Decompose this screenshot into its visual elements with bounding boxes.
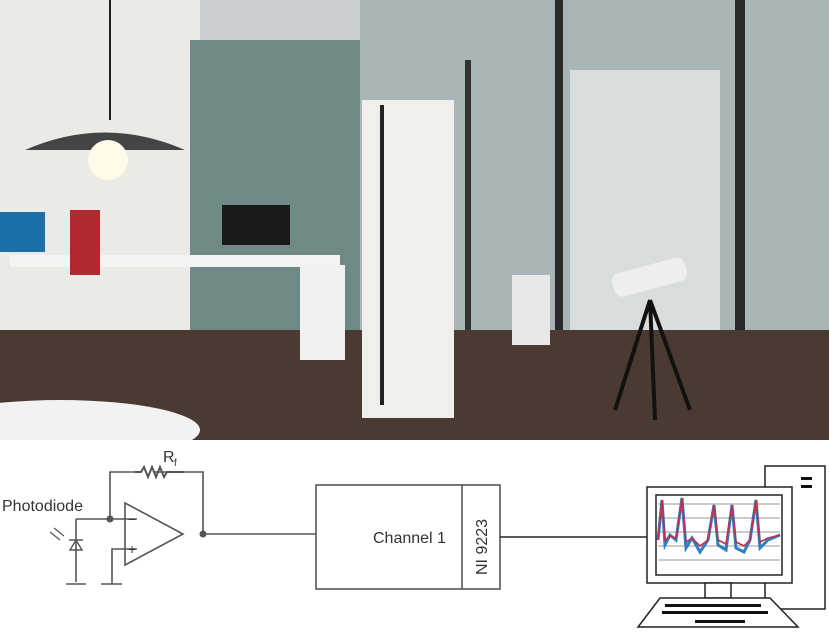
resistor-subscript: f <box>174 458 177 469</box>
opamp-minus: − <box>128 511 136 527</box>
white-wall <box>0 0 200 360</box>
channel-label: Channel 1 <box>373 530 446 547</box>
opamp <box>124 501 185 567</box>
lab-photo <box>0 0 829 440</box>
resistor-label: R <box>163 449 175 466</box>
keyboard-keys <box>662 604 768 623</box>
photodiode-ground <box>66 519 86 585</box>
resistor-rf <box>135 464 184 480</box>
photodiode-label: Photodiode <box>2 498 83 515</box>
white-cabinet <box>362 100 454 418</box>
light-arrows-icon <box>49 527 65 541</box>
telescope <box>611 257 688 297</box>
photodiode-symbol <box>68 538 84 551</box>
tripod <box>613 299 692 421</box>
feedback-wire <box>109 471 204 534</box>
signal-plot <box>656 497 781 561</box>
monitor-center <box>222 205 290 245</box>
opamp-plus: + <box>128 541 136 557</box>
monitor-left <box>0 212 45 252</box>
module-label: NI 9223 <box>474 519 491 575</box>
noninverting-ground <box>101 548 137 585</box>
